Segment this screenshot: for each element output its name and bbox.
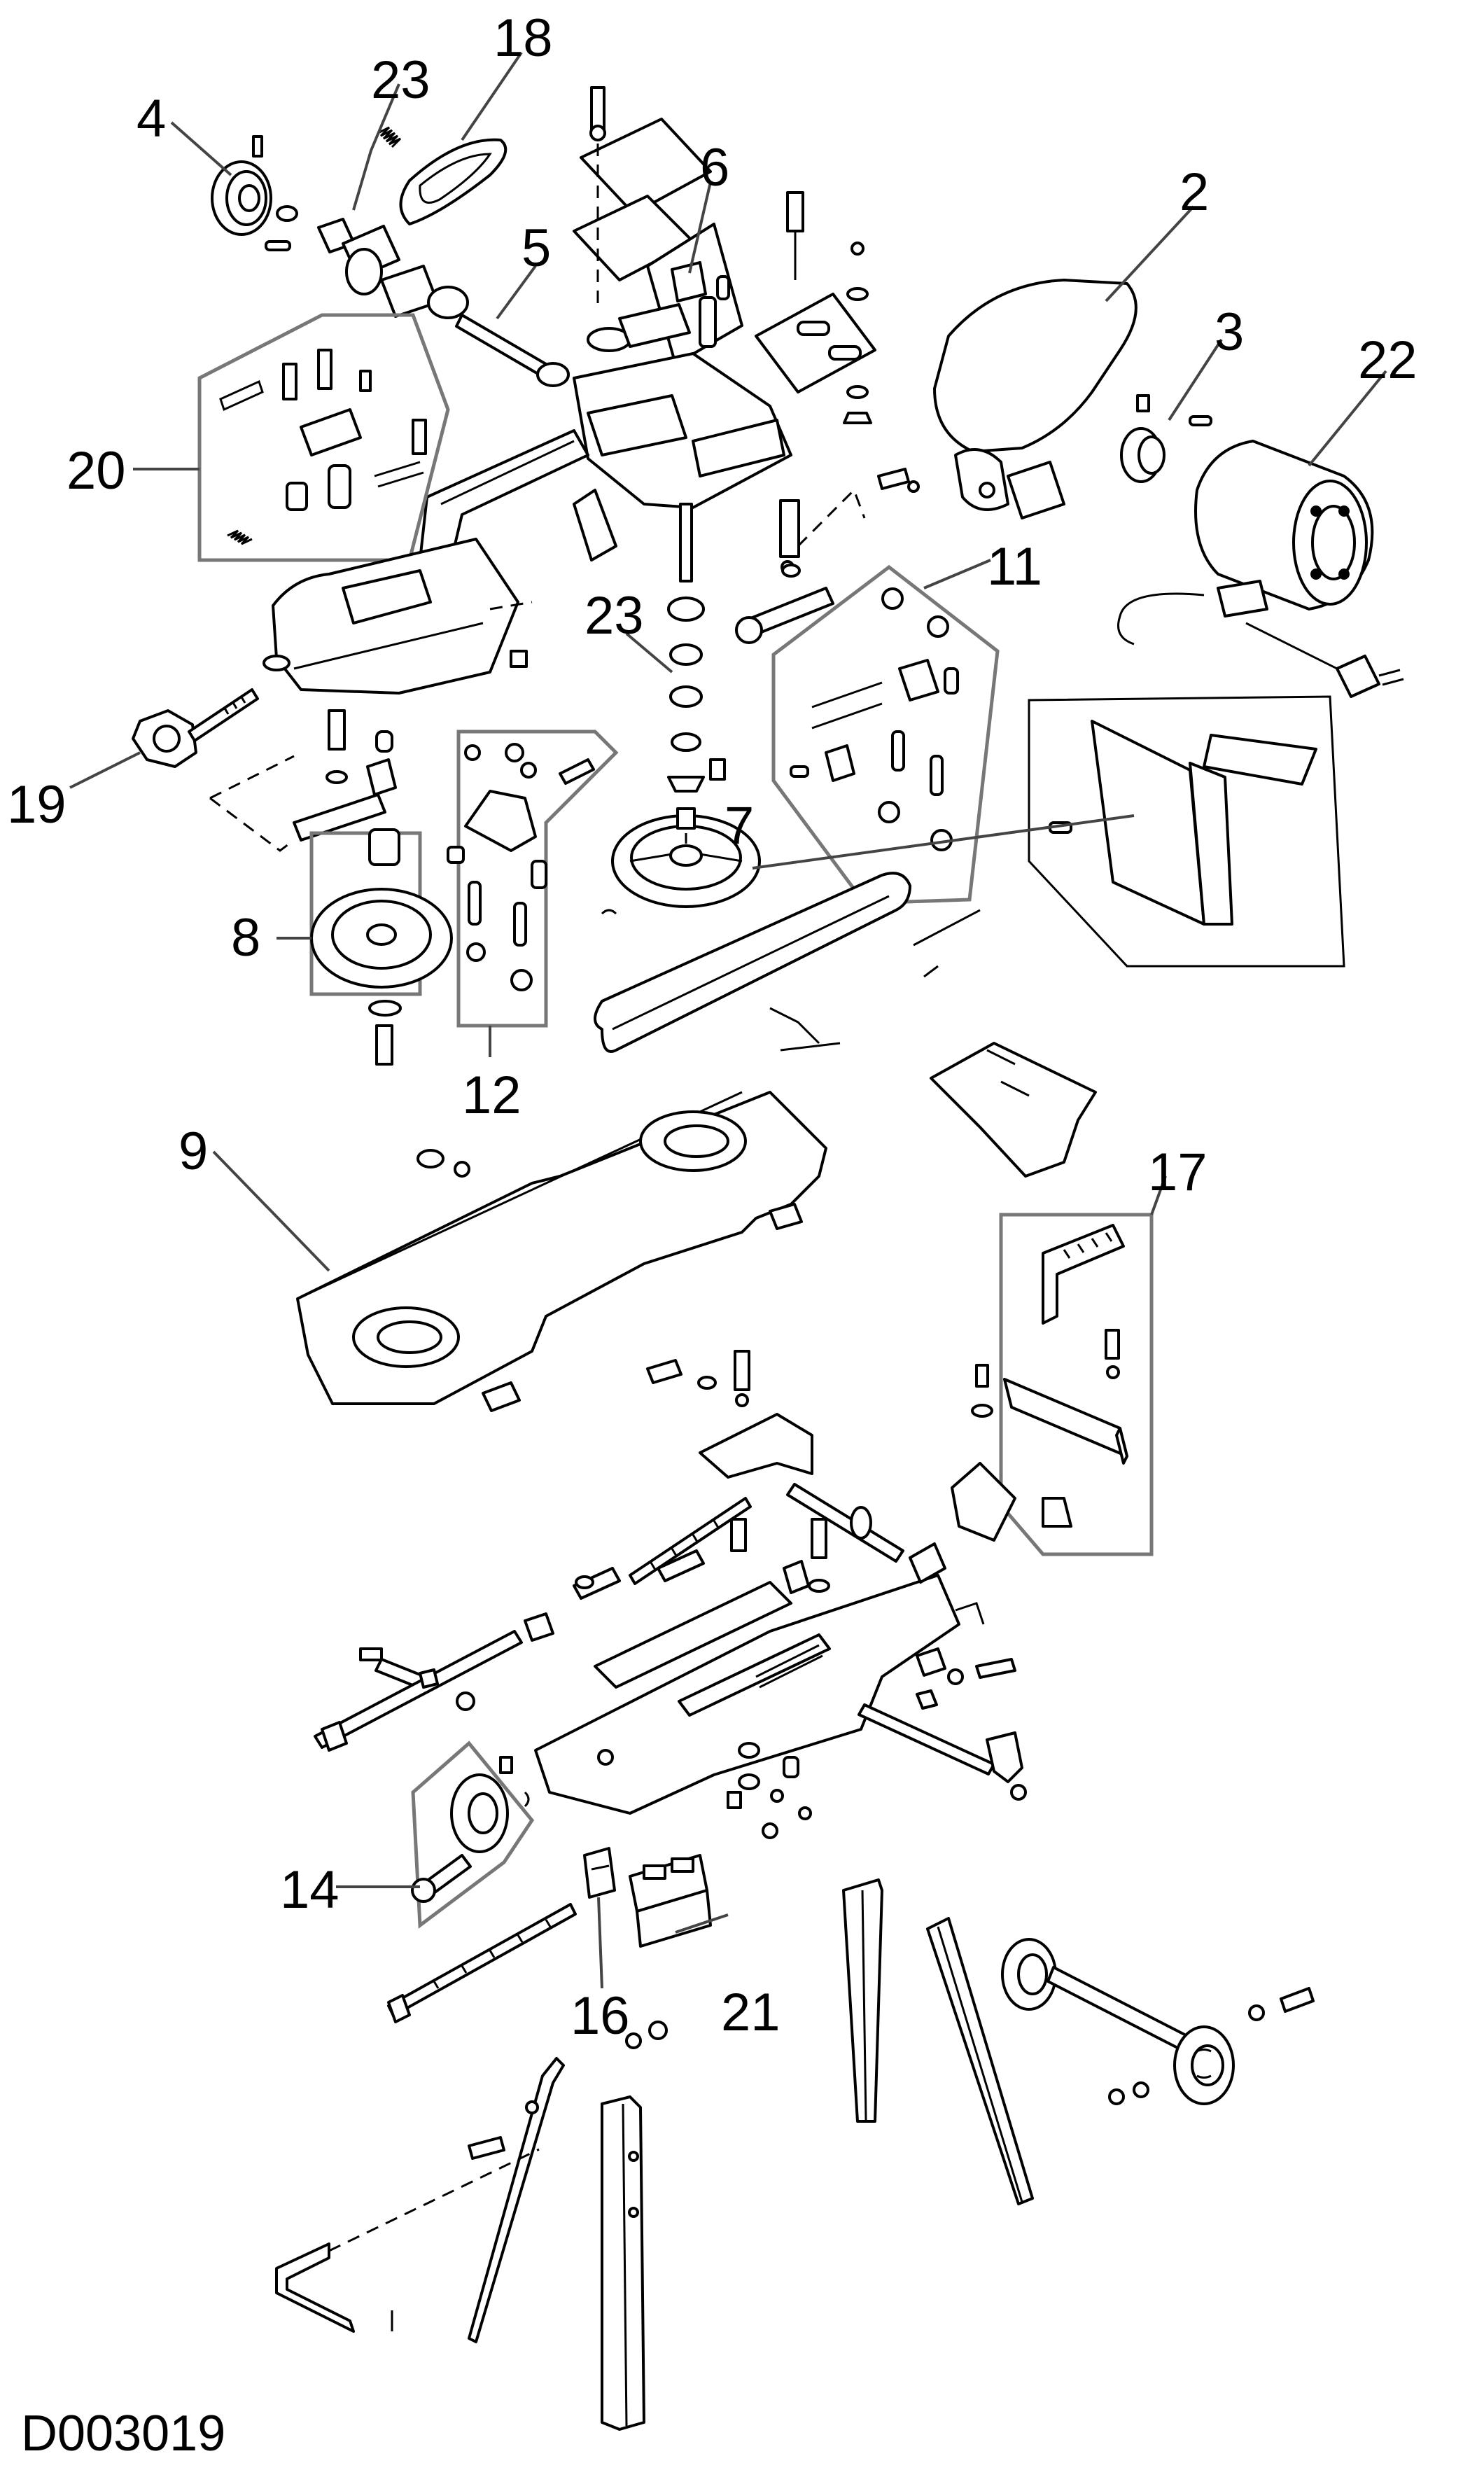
part-motor-22 — [1194, 440, 1374, 618]
callout-20: 20 — [66, 441, 126, 501]
callout-16: 16 — [570, 1986, 630, 2046]
part-group-11 — [735, 488, 1000, 905]
part-band-blade — [594, 872, 911, 1053]
callout-14: 14 — [280, 1860, 340, 1920]
callout-21: 21 — [721, 1983, 780, 2042]
part-cover-plates — [573, 86, 712, 308]
part-group-14 — [411, 1740, 535, 1929]
part-vise-screws — [573, 1483, 904, 1600]
part-right-rod — [858, 1602, 1027, 1801]
part-belt-18 — [399, 138, 507, 225]
part-u-frame-bar — [275, 2148, 540, 2333]
part-pulley-4 — [211, 135, 298, 251]
part-stand-leg-4 — [926, 1917, 1034, 2205]
part-knob-19 — [132, 688, 259, 768]
part-vise-bracket — [646, 1350, 813, 1479]
document-id: D003019 — [21, 2406, 225, 2462]
callout-7: 7 — [724, 796, 754, 856]
callout-17: 17 — [1148, 1143, 1208, 1202]
part-stand-leg-1 — [468, 2057, 565, 2343]
part-block-16 — [583, 1847, 616, 1899]
part-stand-leg-2 — [601, 2095, 645, 2431]
part-saw-frame — [262, 538, 533, 695]
part-guard-plates — [769, 909, 1097, 1178]
part-head-casting — [573, 303, 792, 509]
part-bolts-right — [877, 468, 920, 493]
callout-18: 18 — [493, 8, 553, 68]
part-stand-leg-3 — [842, 1878, 883, 2123]
part-shaft-5 — [317, 218, 570, 387]
part-mount-plate — [755, 191, 876, 424]
callout-labels: 18 23 4 6 5 2 3 22 20 11 23 19 7 8 12 9 … — [7, 8, 1418, 2462]
part-power-cord — [1117, 592, 1404, 698]
callout-6: 6 — [700, 138, 729, 197]
part-motor-cover-2 — [933, 279, 1138, 519]
callout-12: 12 — [462, 1066, 522, 1125]
callout-4: 4 — [136, 89, 166, 148]
part-bracket-small — [573, 489, 617, 561]
callout-3: 3 — [1214, 302, 1244, 362]
part-base-casting — [534, 1518, 960, 1815]
part-group-12 — [447, 730, 619, 1028]
callout-9: 9 — [178, 1122, 208, 1181]
part-switch-plate-box — [1028, 695, 1345, 968]
part-motor-pulley-3 — [1120, 394, 1212, 483]
part-wheel-axle — [1001, 1938, 1235, 2105]
part-lead-screw-lower — [387, 1903, 577, 2023]
part-leg-hardware — [468, 1987, 1315, 2160]
callout-leaders — [69, 51, 1387, 1989]
callout-11: 11 — [987, 537, 1042, 596]
callout-23-lower: 23 — [584, 586, 644, 646]
part-spring-23-upper — [377, 126, 402, 148]
callout-2: 2 — [1180, 162, 1209, 222]
callout-23-upper: 23 — [371, 50, 430, 110]
part-switch-box-21 — [629, 1854, 712, 1948]
part-linkage-left — [209, 709, 397, 852]
part-vise-jaw-bits — [524, 1612, 812, 1839]
part-left-shaft — [314, 1630, 523, 1752]
callout-19: 19 — [7, 775, 66, 835]
part-wheel-8 — [309, 828, 453, 1066]
callout-5: 5 — [522, 218, 551, 278]
callout-8: 8 — [231, 908, 260, 968]
part-group-17 — [951, 1213, 1154, 1556]
part-base-plate-9 — [296, 1091, 827, 1412]
callout-22: 22 — [1358, 330, 1418, 390]
part-wheel-7 — [601, 807, 761, 915]
part-column-washers — [667, 503, 726, 793]
part-group-20 — [197, 313, 450, 562]
